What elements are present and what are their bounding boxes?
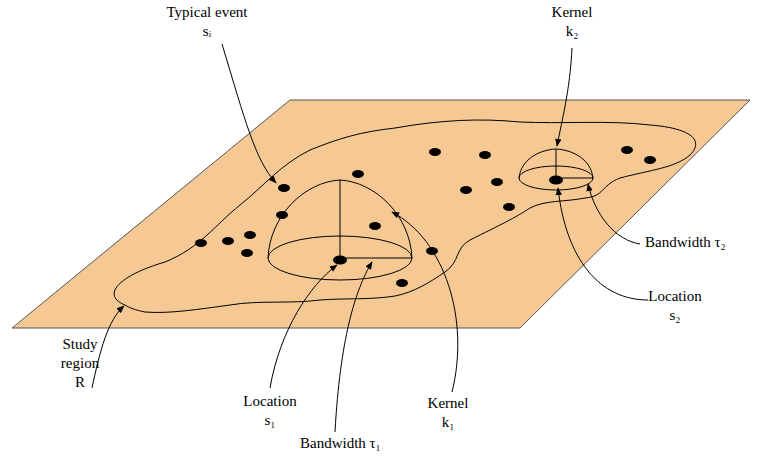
region-callout: Study region R bbox=[56, 335, 104, 392]
location-callout: Location s₁ bbox=[240, 392, 301, 430]
kernel-1 bbox=[268, 180, 412, 280]
leader-lines bbox=[92, 44, 648, 432]
kernel-callout: Kernel k₁ bbox=[424, 394, 473, 432]
plane bbox=[12, 100, 750, 328]
study-region bbox=[114, 120, 696, 312]
bandwidth-callout: Bandwidth τ₁ bbox=[300, 434, 381, 453]
bandwidth-callout: Bandwidth τ₂ bbox=[645, 233, 726, 252]
kernel-2 bbox=[519, 149, 593, 190]
event-callout: Typical event sᵢ bbox=[163, 3, 251, 41]
location-callout: Location s₂ bbox=[645, 287, 706, 325]
kernel-callout: Kernel k₂ bbox=[548, 3, 597, 41]
